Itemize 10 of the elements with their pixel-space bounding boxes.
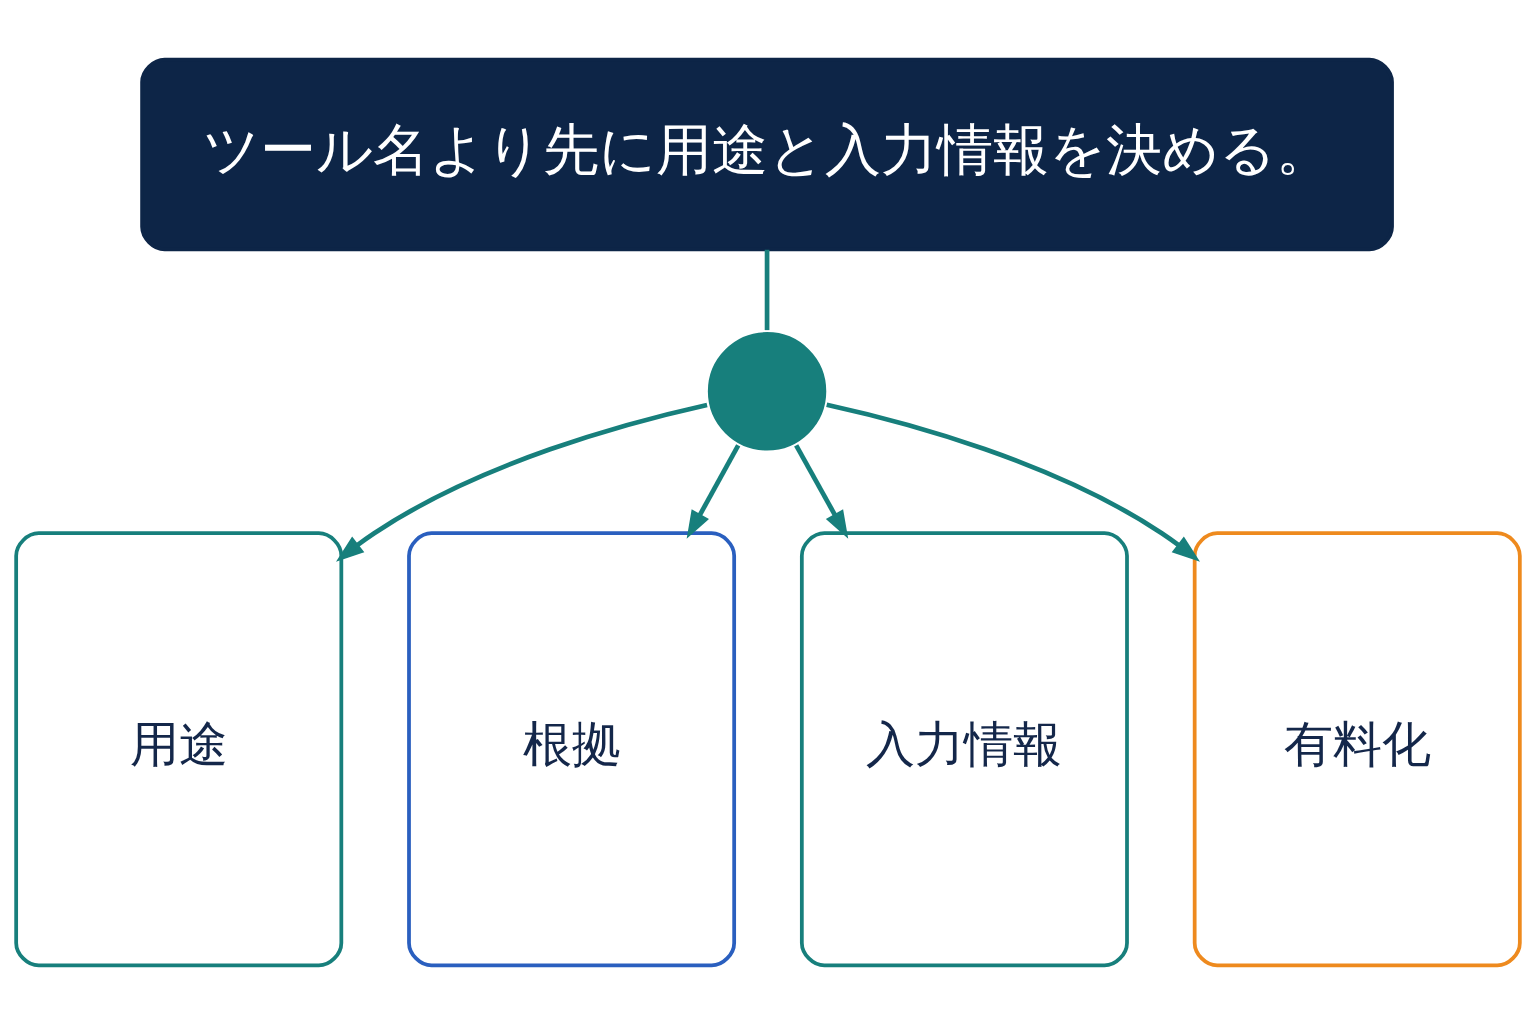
connector <box>764 249 770 330</box>
node-box: 根拠 <box>407 530 737 967</box>
arrow <box>794 443 849 539</box>
arrow <box>826 401 1201 562</box>
node-box: 入力情報 <box>799 530 1129 967</box>
node-box: 用途 <box>14 530 344 967</box>
arrow <box>686 443 741 539</box>
node-box: ツール名より先に用途と入力情報を決める。 <box>140 57 1394 251</box>
arrow <box>335 402 708 562</box>
node-box: 有料化 <box>1192 530 1522 967</box>
